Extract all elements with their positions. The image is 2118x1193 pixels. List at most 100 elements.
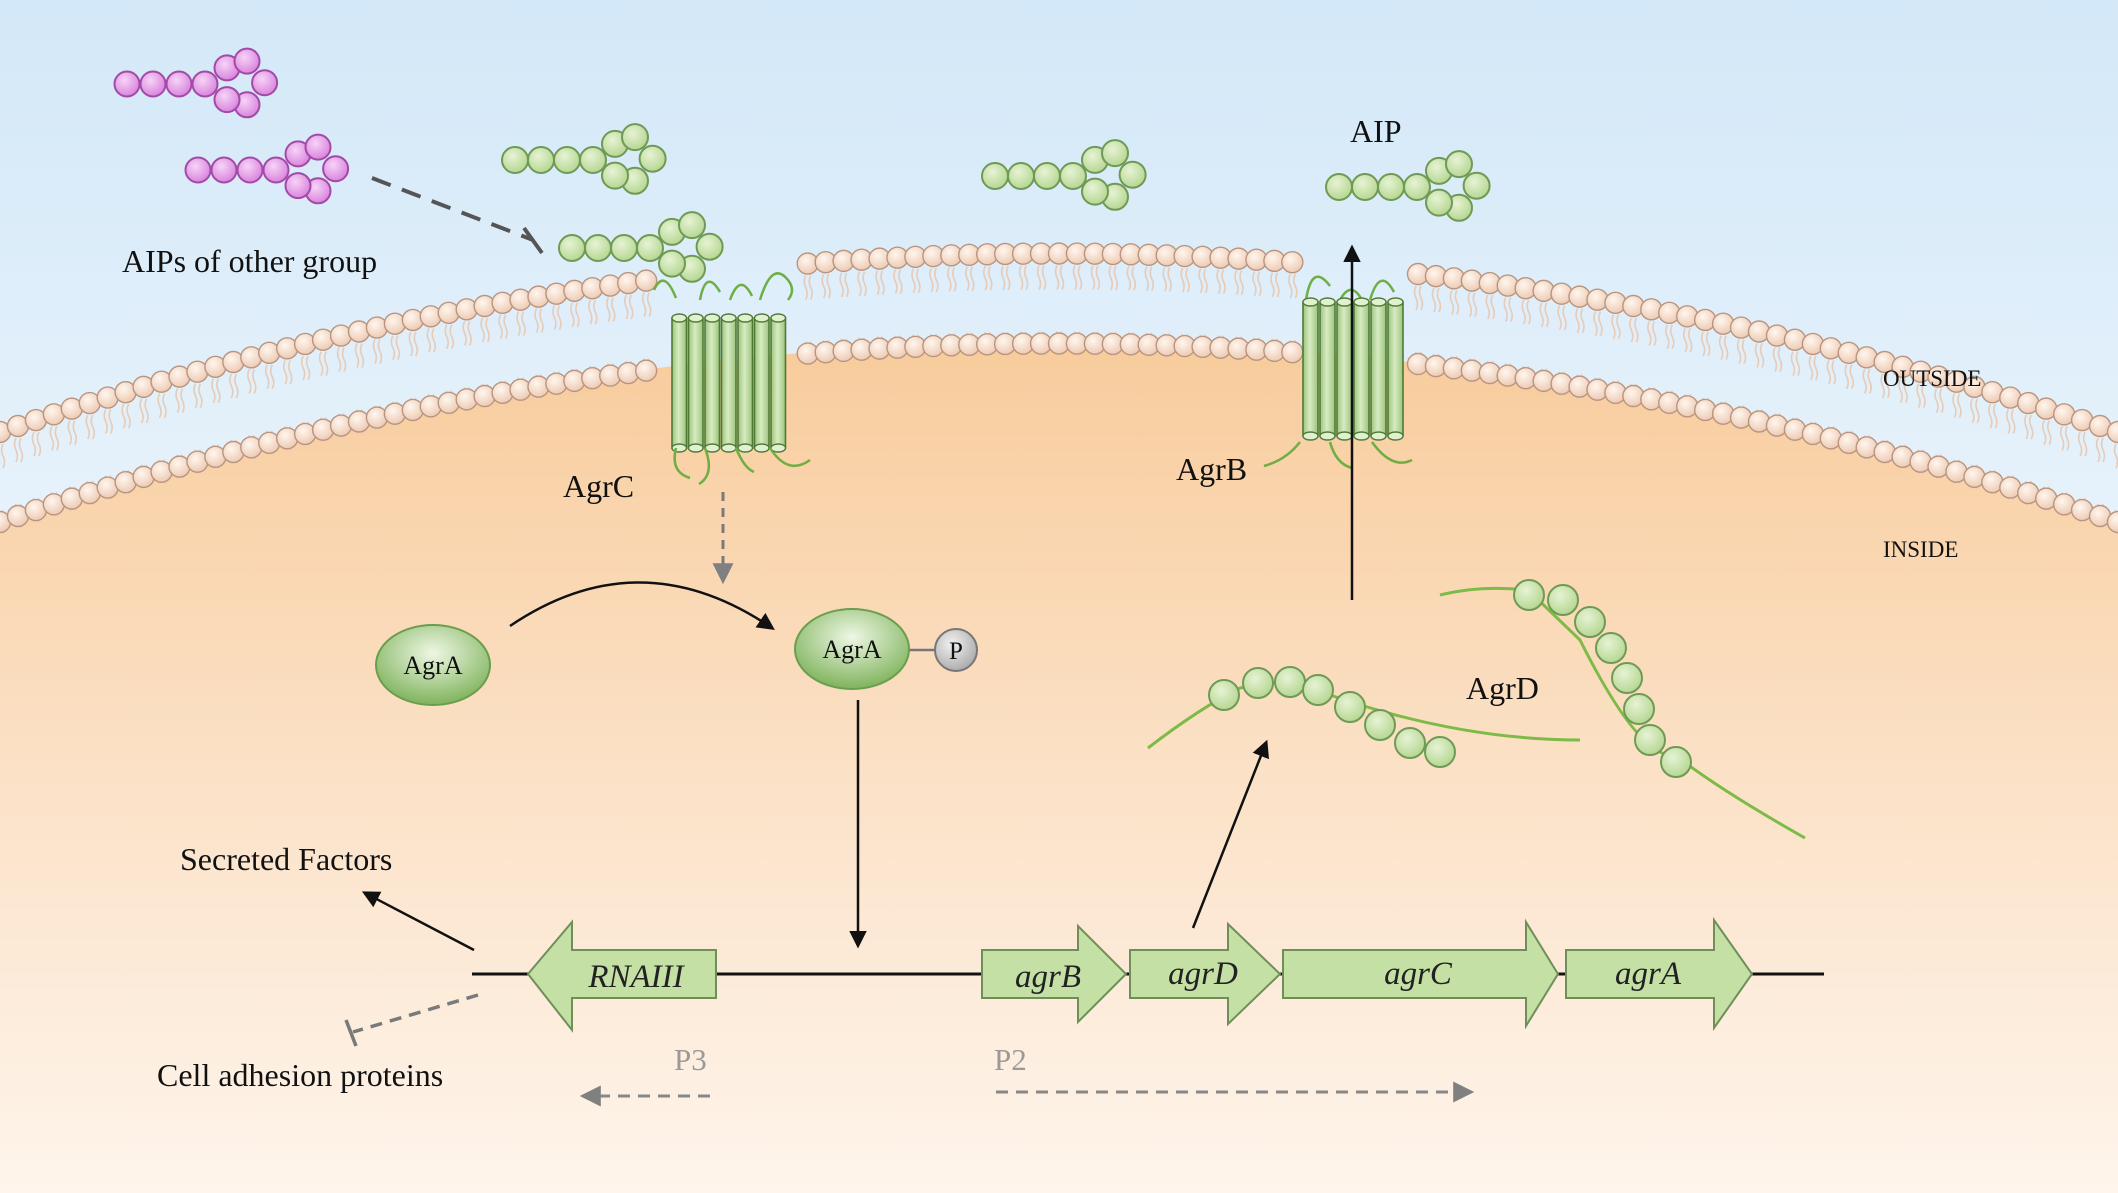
peptide-bead	[139, 70, 167, 98]
membrane-lipid-head	[634, 359, 658, 382]
adhesion-inhibition-line	[352, 993, 479, 1034]
peptide-bead	[579, 146, 607, 174]
transmembrane-helix	[1387, 301, 1404, 437]
agrd-bead	[1595, 632, 1627, 664]
peptide-bead	[322, 155, 350, 183]
peptide-bead	[658, 249, 686, 278]
peptide-bead	[1462, 171, 1491, 200]
transmembrane-helix	[704, 317, 721, 449]
peptide-bead	[113, 70, 141, 98]
membrane-lipid-head	[634, 269, 658, 292]
agrd-bead	[1302, 674, 1334, 706]
peptide-bead	[981, 162, 1009, 190]
gene-label-rnaiii: RNAIII	[587, 959, 685, 995]
membrane-lipid-head	[401, 308, 425, 332]
other-group-aip-label: AIPs of other group	[122, 243, 377, 279]
gene-rnaiii: RNAIII	[526, 919, 717, 1033]
agrc-label: AgrC	[563, 468, 634, 504]
peptide-bead	[1325, 173, 1353, 201]
secreted-factors-label: Secreted Factors	[180, 841, 392, 877]
peptide-bead	[236, 156, 264, 184]
peptide-bead	[251, 69, 279, 97]
agra-p-label: AgrA	[822, 635, 881, 664]
peptide-bead	[1377, 173, 1405, 201]
agrd-bead	[1208, 679, 1240, 711]
peptide-bead	[284, 172, 312, 200]
transmembrane-helix	[1336, 301, 1353, 437]
agrd-bead	[1394, 727, 1426, 759]
peptide-bead	[610, 234, 638, 262]
inside-label: INSIDE	[1883, 537, 1958, 562]
agrd-bead	[1611, 662, 1643, 694]
agrd-bead	[1334, 691, 1366, 723]
peptide-bead	[1351, 173, 1379, 201]
secreted-factors-arrow	[361, 891, 475, 952]
inhibition-line-other-aips	[371, 176, 534, 242]
phosphate-group	[934, 628, 978, 672]
gene-agrc: agrC	[1282, 918, 1560, 1030]
promoter-p3-label: P3	[674, 1042, 707, 1077]
peptide-bead	[213, 86, 241, 114]
agrd-bead	[1513, 579, 1545, 611]
peptide-bead	[678, 211, 706, 240]
peptide-bead	[695, 232, 724, 261]
gene-agrd: agrD	[1129, 921, 1282, 1027]
peptide-bead	[165, 70, 193, 98]
agra-phosphorylated: AgrA P	[794, 608, 978, 690]
pathway-arrows	[344, 176, 1475, 1107]
peptide-bead	[1425, 188, 1453, 217]
cell-membrane-bilayer	[0, 242, 2118, 535]
gene-agra: agrA	[1565, 916, 1754, 1032]
agrd-bead	[1634, 724, 1666, 756]
aip-exported	[1325, 150, 1491, 222]
gene-label-agrb: agrB	[1015, 959, 1081, 995]
agrd-bead	[1424, 736, 1456, 768]
peptide-bead	[1403, 173, 1431, 201]
peptide-bead	[1101, 139, 1129, 168]
peptide-bead	[1033, 162, 1061, 190]
gene-label-agrd: agrD	[1168, 956, 1238, 992]
membrane-lipid-head	[1281, 250, 1304, 274]
membrane-lipid-head	[1676, 395, 1699, 418]
inhibition-bar-other-aips	[522, 226, 544, 255]
gene-label-agra: agrA	[1615, 956, 1682, 992]
membrane-lipid-head	[1676, 305, 1699, 328]
transmembrane-helix	[770, 317, 787, 449]
peptide-bead	[601, 161, 629, 190]
gene-label-agrc: agrC	[1384, 956, 1453, 992]
peptide-bead	[553, 146, 581, 174]
agrd-label: AgrD	[1466, 670, 1539, 706]
agrb-transporter-helices	[1263, 275, 1413, 470]
peptide-bead	[501, 146, 529, 174]
peptide-bead	[621, 123, 649, 152]
peptide-bead	[1059, 162, 1087, 190]
translation-arrow	[1191, 739, 1270, 929]
aip-other-group-1	[113, 47, 279, 119]
agrd-bead	[1364, 709, 1396, 741]
transmembrane-helix	[687, 317, 704, 449]
gene-agrb: agrB	[981, 923, 1128, 1025]
peptide-bead	[527, 146, 555, 174]
phosphorylation-arrow	[509, 581, 775, 630]
agra-label: AgrA	[403, 651, 462, 680]
peptide-bead	[1007, 162, 1035, 190]
peptide-bead	[1081, 177, 1109, 206]
outside-label: OUTSIDE	[1883, 366, 1981, 391]
transmembrane-helix	[720, 317, 737, 449]
agrd-bead	[1623, 693, 1655, 725]
membrane-lipid-head	[401, 398, 425, 422]
peptide-bead	[584, 234, 612, 262]
transmembrane-helix	[1370, 301, 1387, 437]
agrd-bead	[1574, 606, 1606, 638]
transmembrane-helix	[753, 317, 770, 449]
membrane-lipid-head	[2106, 420, 2118, 444]
agrd-bead	[1547, 584, 1579, 616]
transmembrane-helix	[1319, 301, 1336, 437]
aip-label: AIP	[1350, 113, 1402, 149]
promoter-p2-label: P2	[994, 1042, 1027, 1077]
membrane-lipid-head	[2106, 510, 2118, 534]
peptide-bead	[233, 47, 261, 75]
transmembrane-helix	[671, 317, 688, 449]
